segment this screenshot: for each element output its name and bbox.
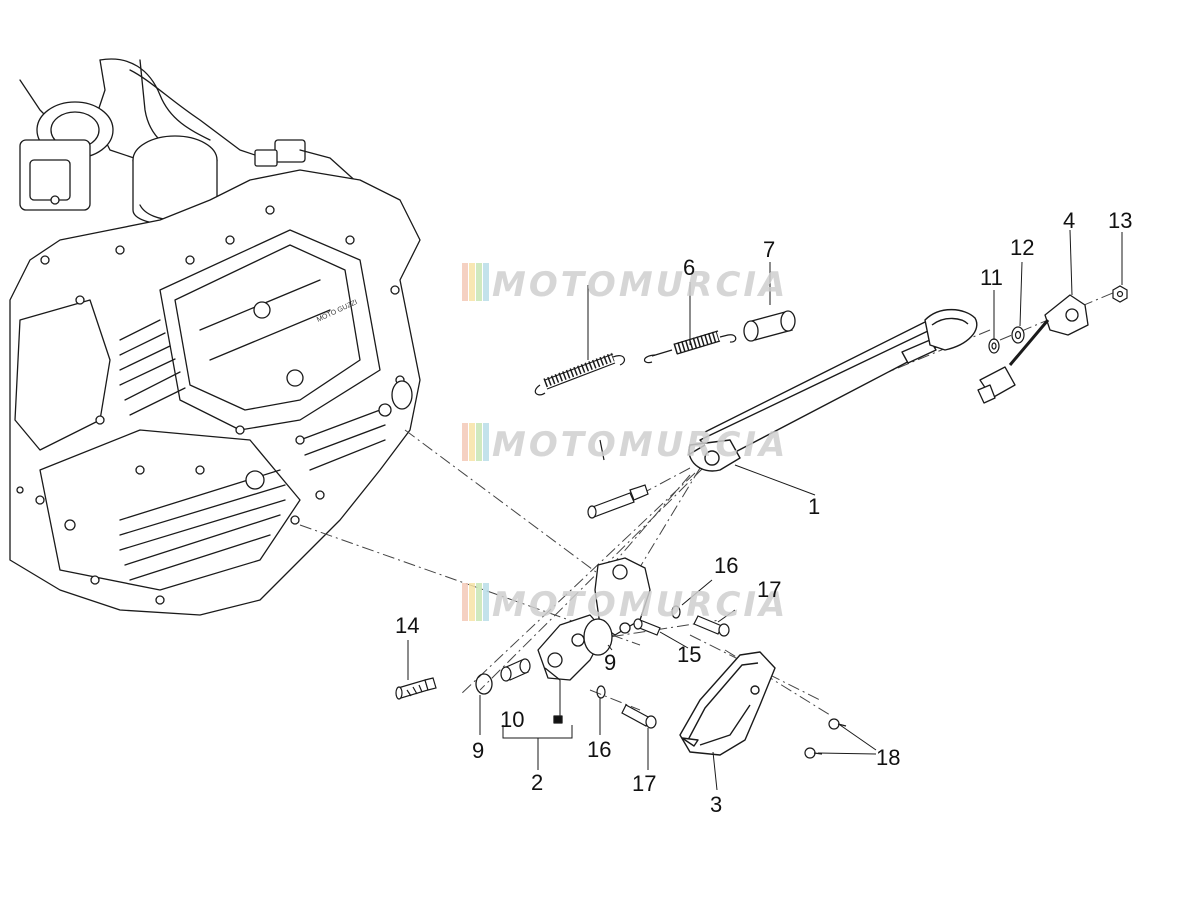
watermark-stripe xyxy=(476,263,482,301)
part-2-bracket xyxy=(537,557,651,724)
part-16-washer-lower xyxy=(596,685,606,699)
watermark-stripe xyxy=(469,423,475,461)
part-14-grease-nipple xyxy=(395,677,437,700)
callout-9-left: 9 xyxy=(472,738,484,763)
watermark-text: MOTOMURCIA xyxy=(492,265,788,305)
leader-lines xyxy=(407,229,1123,791)
callout-10: 10 xyxy=(500,707,524,732)
part-15-screw xyxy=(633,618,661,636)
watermark-stripe xyxy=(483,263,489,301)
callout-14: 14 xyxy=(395,613,419,638)
watermark-text: MOTOMURCIA xyxy=(492,425,788,465)
watermark-stripe xyxy=(462,583,468,621)
callout-16-lower: 16 xyxy=(587,737,611,762)
watermark-stripe xyxy=(483,583,489,621)
watermark-middle: MOTOMURCIA xyxy=(462,423,788,465)
part-9-o-ring-left xyxy=(475,673,493,695)
callout-4: 4 xyxy=(1063,208,1075,233)
part-3-foot-cover xyxy=(679,651,776,756)
watermark-stripe xyxy=(469,583,475,621)
part-12-spacer xyxy=(1011,326,1025,344)
callout-7: 7 xyxy=(763,237,775,262)
watermark-bottom: MOTOMURCIA xyxy=(462,583,788,625)
callout-2: 2 xyxy=(531,770,543,795)
callout-13: 13 xyxy=(1108,208,1132,233)
callout-9-right: 9 xyxy=(604,650,616,675)
watermark-stripe xyxy=(469,263,475,301)
assembly-guide-lines xyxy=(299,289,1121,716)
watermark-stripe xyxy=(462,423,468,461)
part-6-long-spring xyxy=(534,352,626,396)
part-16-washer-upper xyxy=(671,605,681,619)
part-17-bolt-lower xyxy=(621,704,657,729)
callout-18: 18 xyxy=(876,745,900,770)
callout-17-lower: 17 xyxy=(632,771,656,796)
callout-11: 11 xyxy=(980,265,1003,290)
callout-labels: 1 2 3 4 6 7 9 9 10 11 12 13 14 15 16 16 … xyxy=(395,208,1132,817)
watermark-stripe xyxy=(476,583,482,621)
watermark-text: MOTOMURCIA xyxy=(492,585,788,625)
callout-12: 12 xyxy=(1010,235,1034,260)
part-13-nut xyxy=(1112,285,1128,303)
callout-17-upper: 17 xyxy=(757,577,781,602)
callout-15: 15 xyxy=(677,642,701,667)
watermark-stripe xyxy=(483,423,489,461)
callout-3: 3 xyxy=(710,792,722,817)
part-1-side-stand xyxy=(687,308,978,472)
part-4-side-stand-sensor xyxy=(977,294,1089,404)
part-17-bolt-upper xyxy=(693,615,730,637)
part-11-washer xyxy=(988,338,1000,354)
part-18-screws xyxy=(804,718,847,759)
engine-assembly: MOTO GUZZI xyxy=(9,58,421,616)
callout-1: 1 xyxy=(808,494,820,519)
watermark-top: MOTOMURCIA xyxy=(462,263,788,305)
watermark-stripe xyxy=(476,423,482,461)
callout-6: 6 xyxy=(683,255,695,280)
pivot-pin xyxy=(587,439,649,519)
part-10-bushing xyxy=(500,658,531,682)
callout-16-upper: 16 xyxy=(714,553,738,578)
watermark-stripe xyxy=(462,263,468,301)
part-7-sleeve xyxy=(743,310,796,342)
part-6-short-spring xyxy=(643,330,737,364)
